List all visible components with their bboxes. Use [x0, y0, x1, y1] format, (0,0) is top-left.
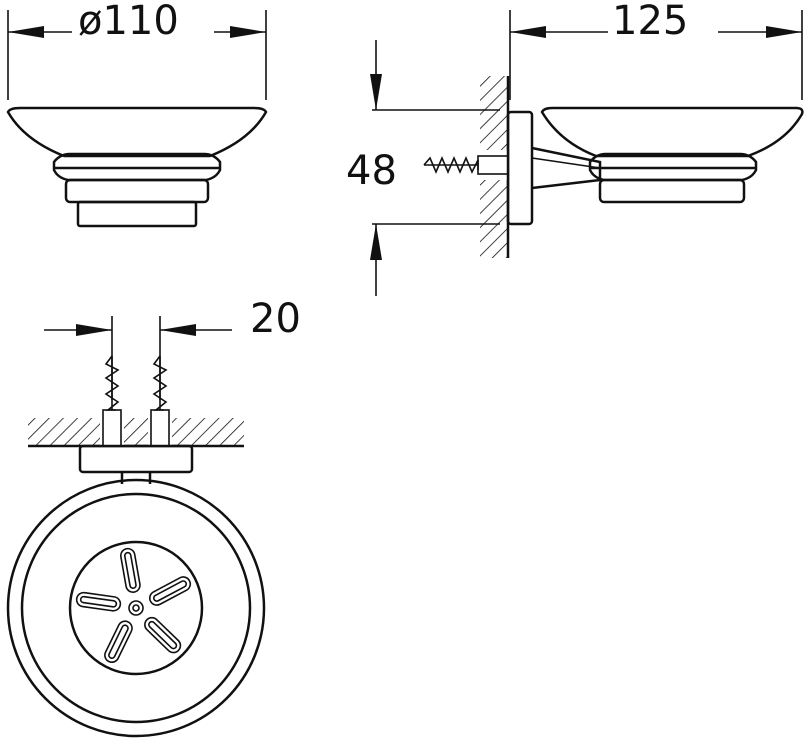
top-plan-view: 20 — [6, 296, 301, 738]
side-elevation-view: 125 48 — [346, 0, 804, 296]
depth-dimension-label: 125 — [612, 0, 688, 44]
height-dimension-label: 48 — [346, 148, 397, 194]
diameter-dimension-label: ø110 — [78, 0, 179, 44]
dish-outer-rim — [6, 478, 266, 738]
front-elevation-view: ø110 — [6, 0, 268, 228]
drain-slots — [75, 547, 192, 663]
screw-spacing-dimension-label: 20 — [250, 296, 301, 342]
dish-inner-rim — [20, 492, 252, 724]
drain-plate — [68, 540, 204, 676]
center-hole — [128, 600, 144, 616]
